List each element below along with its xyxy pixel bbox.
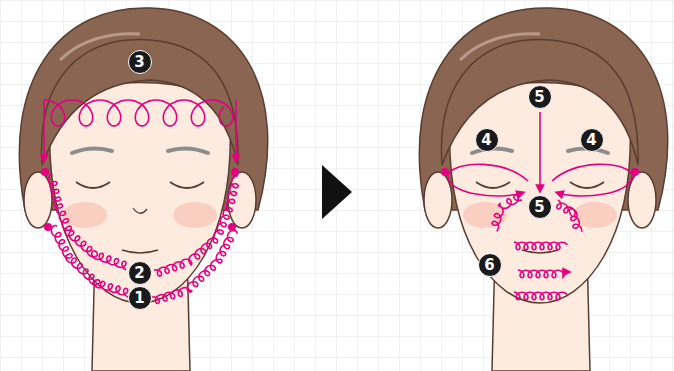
callout-number: 1 xyxy=(128,286,152,310)
eye-circle-path xyxy=(552,164,632,196)
pressure-point xyxy=(231,168,239,176)
pressure-point xyxy=(631,168,639,176)
callout-number: 2 xyxy=(128,261,152,285)
callout-number: 6 xyxy=(478,253,502,277)
mouth-massage-path xyxy=(514,292,567,300)
callout-number: 3 xyxy=(128,50,152,74)
pressure-point xyxy=(41,168,49,176)
forehead-massage-path xyxy=(44,100,233,126)
forehead-side-path xyxy=(43,100,45,160)
jaw-massage-path xyxy=(51,226,128,297)
nose-side-path xyxy=(557,200,582,232)
callout-number: 5 xyxy=(528,195,552,219)
nose-side-path xyxy=(492,195,522,231)
forehead-side-path xyxy=(235,100,237,160)
cheek-massage-path xyxy=(154,176,238,276)
face-illustration xyxy=(419,8,667,371)
face-illustration xyxy=(19,8,267,371)
next-arrow xyxy=(322,165,352,219)
callout-number: 5 xyxy=(528,85,552,109)
nose-bridge-path xyxy=(539,112,541,190)
cheek-massage-path xyxy=(49,173,126,270)
callout-number: 4 xyxy=(580,128,604,152)
pressure-point xyxy=(441,168,449,176)
mouth-massage-path xyxy=(518,270,564,278)
eye-circle-path xyxy=(448,164,528,196)
mouth-arrow xyxy=(562,271,568,273)
pressure-point xyxy=(228,223,236,231)
mouth-massage-path xyxy=(514,242,567,250)
pressure-point xyxy=(44,223,52,231)
callout-number: 4 xyxy=(475,128,499,152)
